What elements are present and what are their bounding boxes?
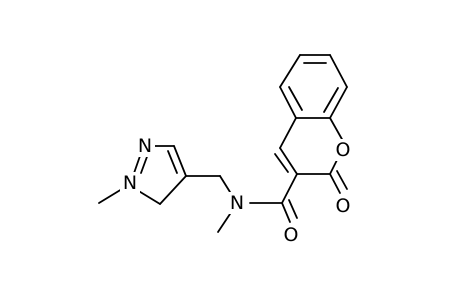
lactone-carbonyl-oxygen-label: O xyxy=(336,195,351,217)
bond-camide-o-b xyxy=(288,199,298,219)
bond-n-methyl xyxy=(217,213,231,233)
bond-benzene-2 xyxy=(329,54,348,88)
bond-benzene-5-inner xyxy=(288,86,303,111)
pyrazole-n1-label: N xyxy=(123,172,137,194)
bond-benzene-6 xyxy=(279,54,301,88)
bond-pz-c4-c5 xyxy=(173,145,187,177)
bond-o1-c2 xyxy=(329,159,338,175)
bond-benzene-3-inner xyxy=(323,87,339,113)
bond-benzene-3 xyxy=(329,86,348,119)
bond-c4-c4a xyxy=(279,117,297,149)
bond-c2-o-double-b xyxy=(336,170,348,190)
bond-c3-camide xyxy=(281,173,298,204)
bond-c3-c4 xyxy=(279,147,298,175)
bonds xyxy=(98,54,348,233)
bond-c2-o-double-a xyxy=(329,173,341,194)
bond-camide-o-a xyxy=(281,202,291,223)
bond-c8a-o1 xyxy=(329,117,344,142)
bond-pz-n-methyl xyxy=(98,188,123,204)
amide-carbonyl-oxygen-label: O xyxy=(284,224,299,246)
bond-n-ch2 xyxy=(219,175,231,193)
bond-benzene-5 xyxy=(279,86,297,119)
bond-pz-c5-c4 xyxy=(159,175,187,205)
bond-pz-n1-c5 xyxy=(136,189,161,205)
atom-labels: O O O N N N xyxy=(120,135,353,246)
amide-nitrogen-label: N xyxy=(230,192,244,214)
pyrazole-n2-label: N xyxy=(138,135,152,157)
bond-c3-c4-inner xyxy=(274,153,289,173)
ring-oxygen-label: O xyxy=(336,139,351,161)
bond-pz-c4-c5-inner xyxy=(167,150,178,174)
bond-pz-n-n-inner xyxy=(140,153,149,174)
